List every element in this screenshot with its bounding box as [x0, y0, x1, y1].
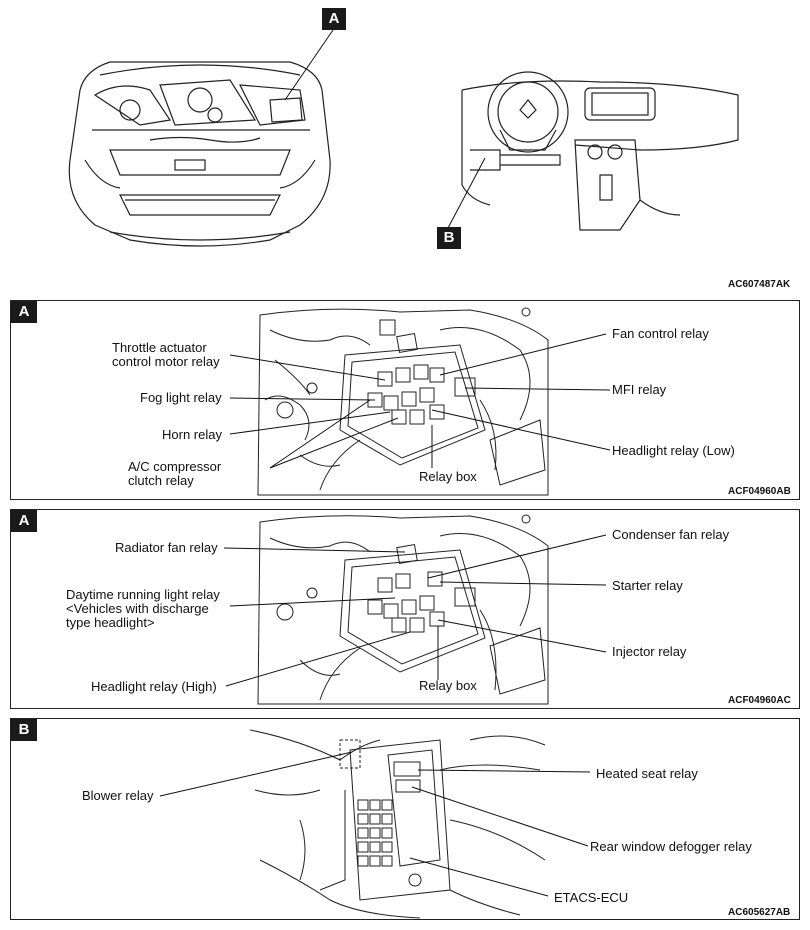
label-relay-box-1: Relay box [419, 469, 477, 484]
label-throttle-relay: Throttle actuator control motor relay [112, 340, 220, 369]
panel-tag-a2: A [11, 510, 37, 532]
label-condenser-fan-relay: Condenser fan relay [612, 527, 730, 542]
panel-tag-a1: A [11, 301, 37, 323]
label-radiator-fan-relay: Radiator fan relay [115, 540, 218, 555]
panel-b-junction-block [10, 718, 800, 920]
label-fog-light-relay: Fog light relay [140, 390, 222, 405]
label-daytime-running-light-relay: Daytime running light relay <Vehicles wi… [66, 587, 220, 630]
marker-b-overview: B [437, 227, 461, 249]
panel1-code: ACF04960AB [728, 486, 791, 497]
label-horn-relay: Horn relay [162, 427, 222, 442]
label-ac-compressor-relay: A/C compressor clutch relay [128, 459, 222, 488]
panel-tag-b: B [11, 719, 37, 741]
label-etacs-ecu: ETACS-ECU [554, 890, 629, 905]
label-blower-relay: Blower relay [82, 788, 154, 803]
label-starter-relay: Starter relay [612, 578, 683, 593]
label-injector-relay: Injector relay [612, 644, 687, 659]
label-headlight-relay-low: Headlight relay (Low) [612, 443, 735, 458]
label-headlight-relay-high: Headlight relay (High) [91, 679, 217, 694]
label-mfi-relay: MFI relay [612, 382, 667, 397]
overview-code: AC607487AK [728, 279, 791, 290]
panel3-code: AC605627AB [728, 907, 791, 918]
label-relay-box-2: Relay box [419, 678, 477, 693]
panel-a-relay-box-1 [10, 300, 800, 500]
marker-a-overview: A [322, 8, 346, 30]
engine-bay-illustration [68, 61, 739, 247]
overview-leaders [284, 29, 486, 229]
panel2-code: ACF04960AC [728, 695, 791, 706]
panel-a-relay-box-2 [10, 509, 800, 709]
label-heated-seat-relay: Heated seat relay [596, 766, 698, 781]
label-fan-control-relay: Fan control relay [612, 326, 709, 341]
label-rear-window-defogger-relay: Rear window defogger relay [590, 839, 752, 854]
